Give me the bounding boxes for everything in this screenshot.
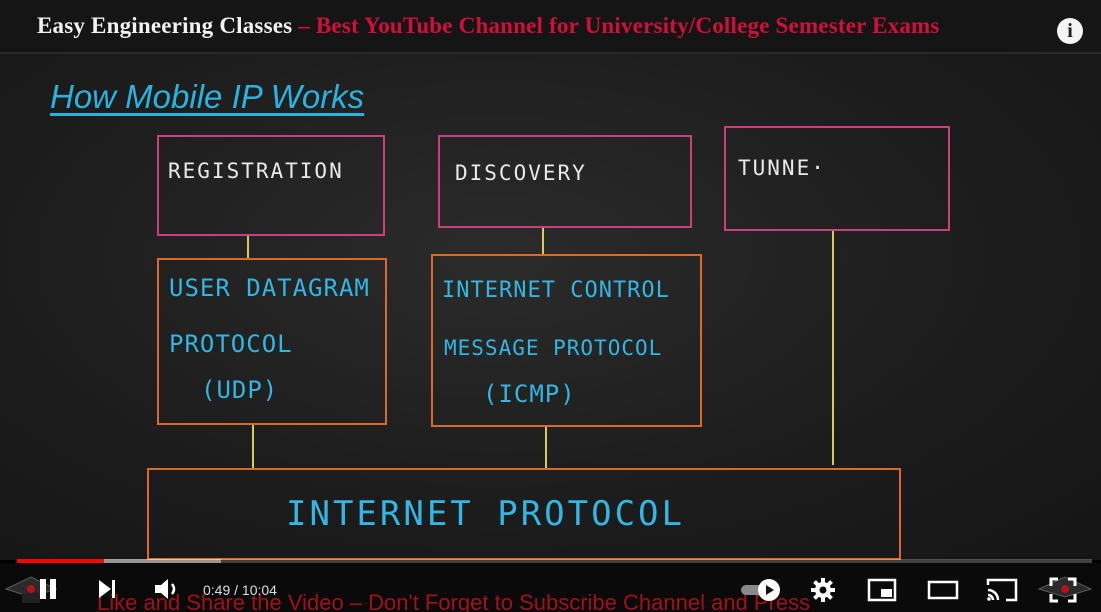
udp-line-2: PROTOCOL (169, 330, 293, 358)
registration-box: REGISTRATION (157, 135, 385, 236)
icmp-line-2: MESSAGE PROTOCOL (444, 336, 663, 360)
internet-protocol-box: INTERNET PROTOCOL (147, 468, 901, 560)
progress-bar[interactable] (17, 559, 1092, 563)
udp-line-3: (UDP) (201, 376, 279, 404)
channel-name[interactable]: Easy Engineering Classes (37, 13, 293, 38)
progress-played (17, 559, 105, 563)
connector-line (545, 427, 547, 468)
discovery-box: DISCOVERY (438, 135, 692, 228)
progress-buffered (17, 559, 222, 563)
miniplayer-icon[interactable] (866, 577, 898, 603)
cast-icon[interactable] (985, 577, 1019, 603)
icmp-box: INTERNET CONTROL MESSAGE PROTOCOL (ICMP) (431, 254, 702, 427)
time-separator: / (234, 582, 239, 598)
current-time: 0:49 (203, 582, 231, 598)
udp-box: USER DATAGRAM PROTOCOL (UDP) (157, 258, 387, 425)
connector-line (832, 231, 834, 465)
channel-watermark-icon (1037, 576, 1093, 598)
connector-line (252, 425, 254, 468)
registration-label: REGISTRATION (168, 159, 344, 183)
duration: 10:04 (241, 582, 277, 598)
fullscreen-icon[interactable] (1046, 576, 1080, 604)
player-controls: Like and Share the Video – Don't Forget … (0, 563, 1101, 612)
banner-text: Easy Engineering Classes – Best YouTube … (37, 13, 940, 39)
time-display: 0:49 / 10:04 (203, 582, 277, 598)
internet-protocol-label: INTERNET PROTOCOL (286, 494, 685, 534)
connector-line (542, 228, 544, 254)
subscribe-overlay-text: Like and Share the Video – Don't Forget … (97, 590, 811, 612)
tunnel-box: TUNNE· (724, 126, 950, 231)
pause-icon[interactable] (33, 576, 63, 602)
volume-icon[interactable] (152, 576, 182, 602)
settings-gear-icon[interactable] (809, 576, 837, 604)
icmp-line-3: (ICMP) (483, 380, 576, 408)
discovery-label: DISCOVERY (455, 161, 587, 185)
info-icon[interactable]: i (1057, 18, 1083, 44)
next-icon[interactable] (94, 577, 120, 601)
tunnel-label: TUNNE· (738, 156, 826, 180)
channel-tagline: – Best YouTube Channel for University/Co… (292, 13, 940, 38)
theater-mode-icon[interactable] (926, 578, 960, 602)
connector-line (247, 236, 249, 258)
icmp-line-1: INTERNET CONTROL (442, 278, 670, 303)
video-frame[interactable]: How Mobile IP Works REGISTRATION DISCOVE… (0, 54, 1101, 560)
title-banner: Easy Engineering Classes – Best YouTube … (0, 0, 1101, 54)
autoplay-toggle-icon[interactable] (738, 578, 786, 602)
slide-title: How Mobile IP Works (50, 78, 365, 115)
udp-line-1: USER DATAGRAM (169, 274, 370, 302)
